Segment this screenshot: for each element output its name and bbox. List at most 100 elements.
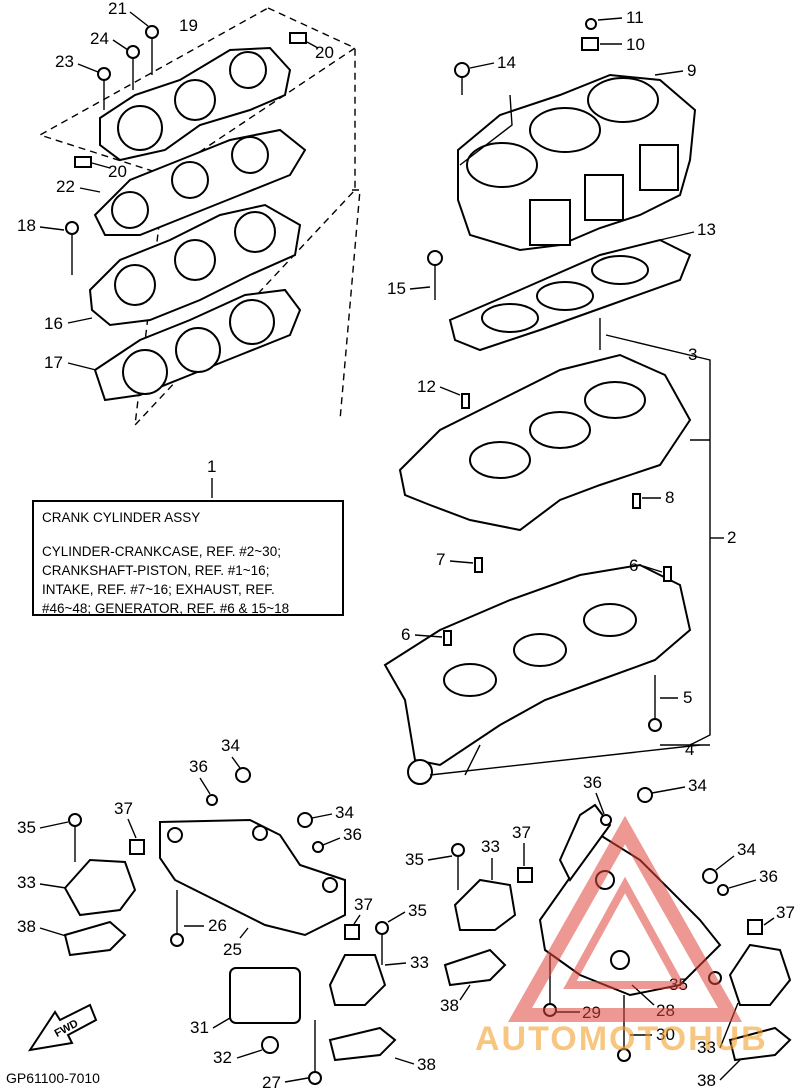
cylinder-group [339, 18, 697, 421]
callout-17: 17 [44, 353, 63, 372]
callout-14: 14 [497, 53, 516, 72]
note-line: CYLINDER-CRANKCASE, REF. #2~30; [42, 544, 281, 559]
callout-9: 9 [687, 61, 696, 80]
note-title: CRANK CYLINDER ASSY [42, 510, 201, 525]
clip-10 [581, 37, 599, 51]
bolt-34b [297, 812, 313, 828]
bolt-14 [454, 62, 470, 95]
mount-33a [63, 858, 137, 917]
callout-15: 15 [387, 279, 406, 298]
bolt-15 [427, 250, 443, 300]
bolt-32 [261, 1036, 279, 1054]
note-line: INTAKE, REF. #7~16; EXHAUST, REF. [42, 582, 275, 597]
plate-38b [443, 948, 507, 987]
bolt-18 [65, 221, 79, 275]
callout-33b: 33 [481, 837, 500, 856]
callout-21: 21 [108, 0, 127, 18]
callout-34a: 34 [221, 736, 240, 755]
callout-35a: 35 [17, 818, 36, 837]
callout-36c: 36 [583, 773, 602, 792]
callout-37b: 37 [512, 823, 531, 842]
callout-26: 26 [208, 916, 227, 935]
callout-22: 22 [56, 177, 75, 196]
callout-38a: 38 [17, 917, 36, 936]
head-group [38, 7, 357, 428]
mount-group: FWD [27, 767, 792, 1085]
bolt-21 [145, 25, 159, 75]
callout-23: 23 [55, 52, 74, 71]
cover-31 [229, 967, 301, 1024]
callout-6b: 6 [401, 625, 410, 644]
note-line: #46~48; GENERATOR, REF. #6 & 15~18 [42, 601, 290, 616]
callout-35b: 35 [405, 850, 424, 869]
callout-20b: 20 [108, 162, 127, 181]
watermark-wordmark: AUTOMOTOHUB [475, 1020, 768, 1058]
watermark-text: AUTOMOTOHUB [475, 1020, 768, 1058]
callout-34b: 34 [335, 803, 354, 822]
callout-24: 24 [90, 29, 109, 48]
screw-11 [585, 18, 597, 30]
plate-38c [328, 1026, 397, 1062]
bolt-34c [637, 787, 653, 803]
callout-37c: 37 [354, 895, 373, 914]
callout-38d: 38 [697, 1071, 716, 1090]
callout-37a: 37 [114, 799, 133, 818]
fwd-arrow-icon: FWD [27, 1003, 98, 1052]
plug-20-top [289, 32, 307, 44]
watermark-logo [507, 815, 743, 1022]
plate-38a [63, 920, 127, 957]
assembly-note-box: CRANK CYLINDER ASSY CYLINDER-CRANKCASE, … [32, 500, 344, 616]
callout-25: 25 [223, 940, 242, 959]
dowel-12 [461, 393, 470, 409]
crankcase-group [383, 318, 711, 785]
callout-36d: 36 [759, 867, 778, 886]
mount-33d [728, 943, 792, 1006]
callout-8: 8 [665, 488, 674, 507]
callout-2: 2 [727, 528, 736, 547]
front-bracket [159, 818, 346, 937]
callout-37d: 37 [776, 903, 795, 922]
callout-35c: 35 [408, 901, 427, 920]
callout-5: 5 [683, 688, 692, 707]
washer-36 [206, 794, 729, 896]
dowel-8 [632, 493, 641, 509]
clip-37 [129, 839, 763, 940]
callout-36b: 36 [343, 825, 362, 844]
callout-33c: 33 [410, 953, 429, 972]
dowel-7 [474, 557, 483, 573]
plug-20-left [74, 156, 92, 168]
callout-34c: 34 [688, 776, 707, 795]
bolt-30 [617, 995, 631, 1062]
bolt-35b [451, 843, 465, 890]
callout-38c: 38 [417, 1055, 436, 1074]
bolt-26 [170, 890, 184, 947]
dowel-6a [443, 630, 452, 646]
callout-30: 30 [656, 1025, 675, 1044]
callout-20a: 20 [315, 43, 334, 62]
diagram-code: GP61100-7010 [6, 1070, 100, 1086]
callout-10: 10 [626, 35, 645, 54]
plate-38d [728, 1026, 792, 1062]
callout-13: 13 [697, 220, 716, 239]
callout-18: 18 [17, 216, 36, 235]
callout-16: 16 [44, 314, 63, 333]
bolt-5 [648, 675, 662, 732]
bolt-34d [702, 868, 718, 884]
callout-7: 7 [436, 550, 445, 569]
bolt-23 [97, 67, 111, 110]
callout-19: 19 [179, 16, 198, 35]
callout-31: 31 [190, 1018, 209, 1037]
mount-33c [328, 954, 387, 1006]
callout-33d: 33 [697, 1038, 716, 1057]
callout-3: 3 [688, 345, 697, 364]
bolt-35c [375, 921, 389, 965]
callout-4: 4 [685, 740, 694, 759]
callout-11: 11 [626, 8, 644, 27]
callout-33a: 33 [17, 873, 36, 892]
callout-12: 12 [417, 377, 436, 396]
note-line: CRANKSHAFT-PISTON, REF. #1~16; [42, 563, 270, 578]
bolt-27 [308, 1020, 322, 1085]
bolt-35a [68, 813, 82, 862]
callout-32: 32 [213, 1048, 232, 1067]
